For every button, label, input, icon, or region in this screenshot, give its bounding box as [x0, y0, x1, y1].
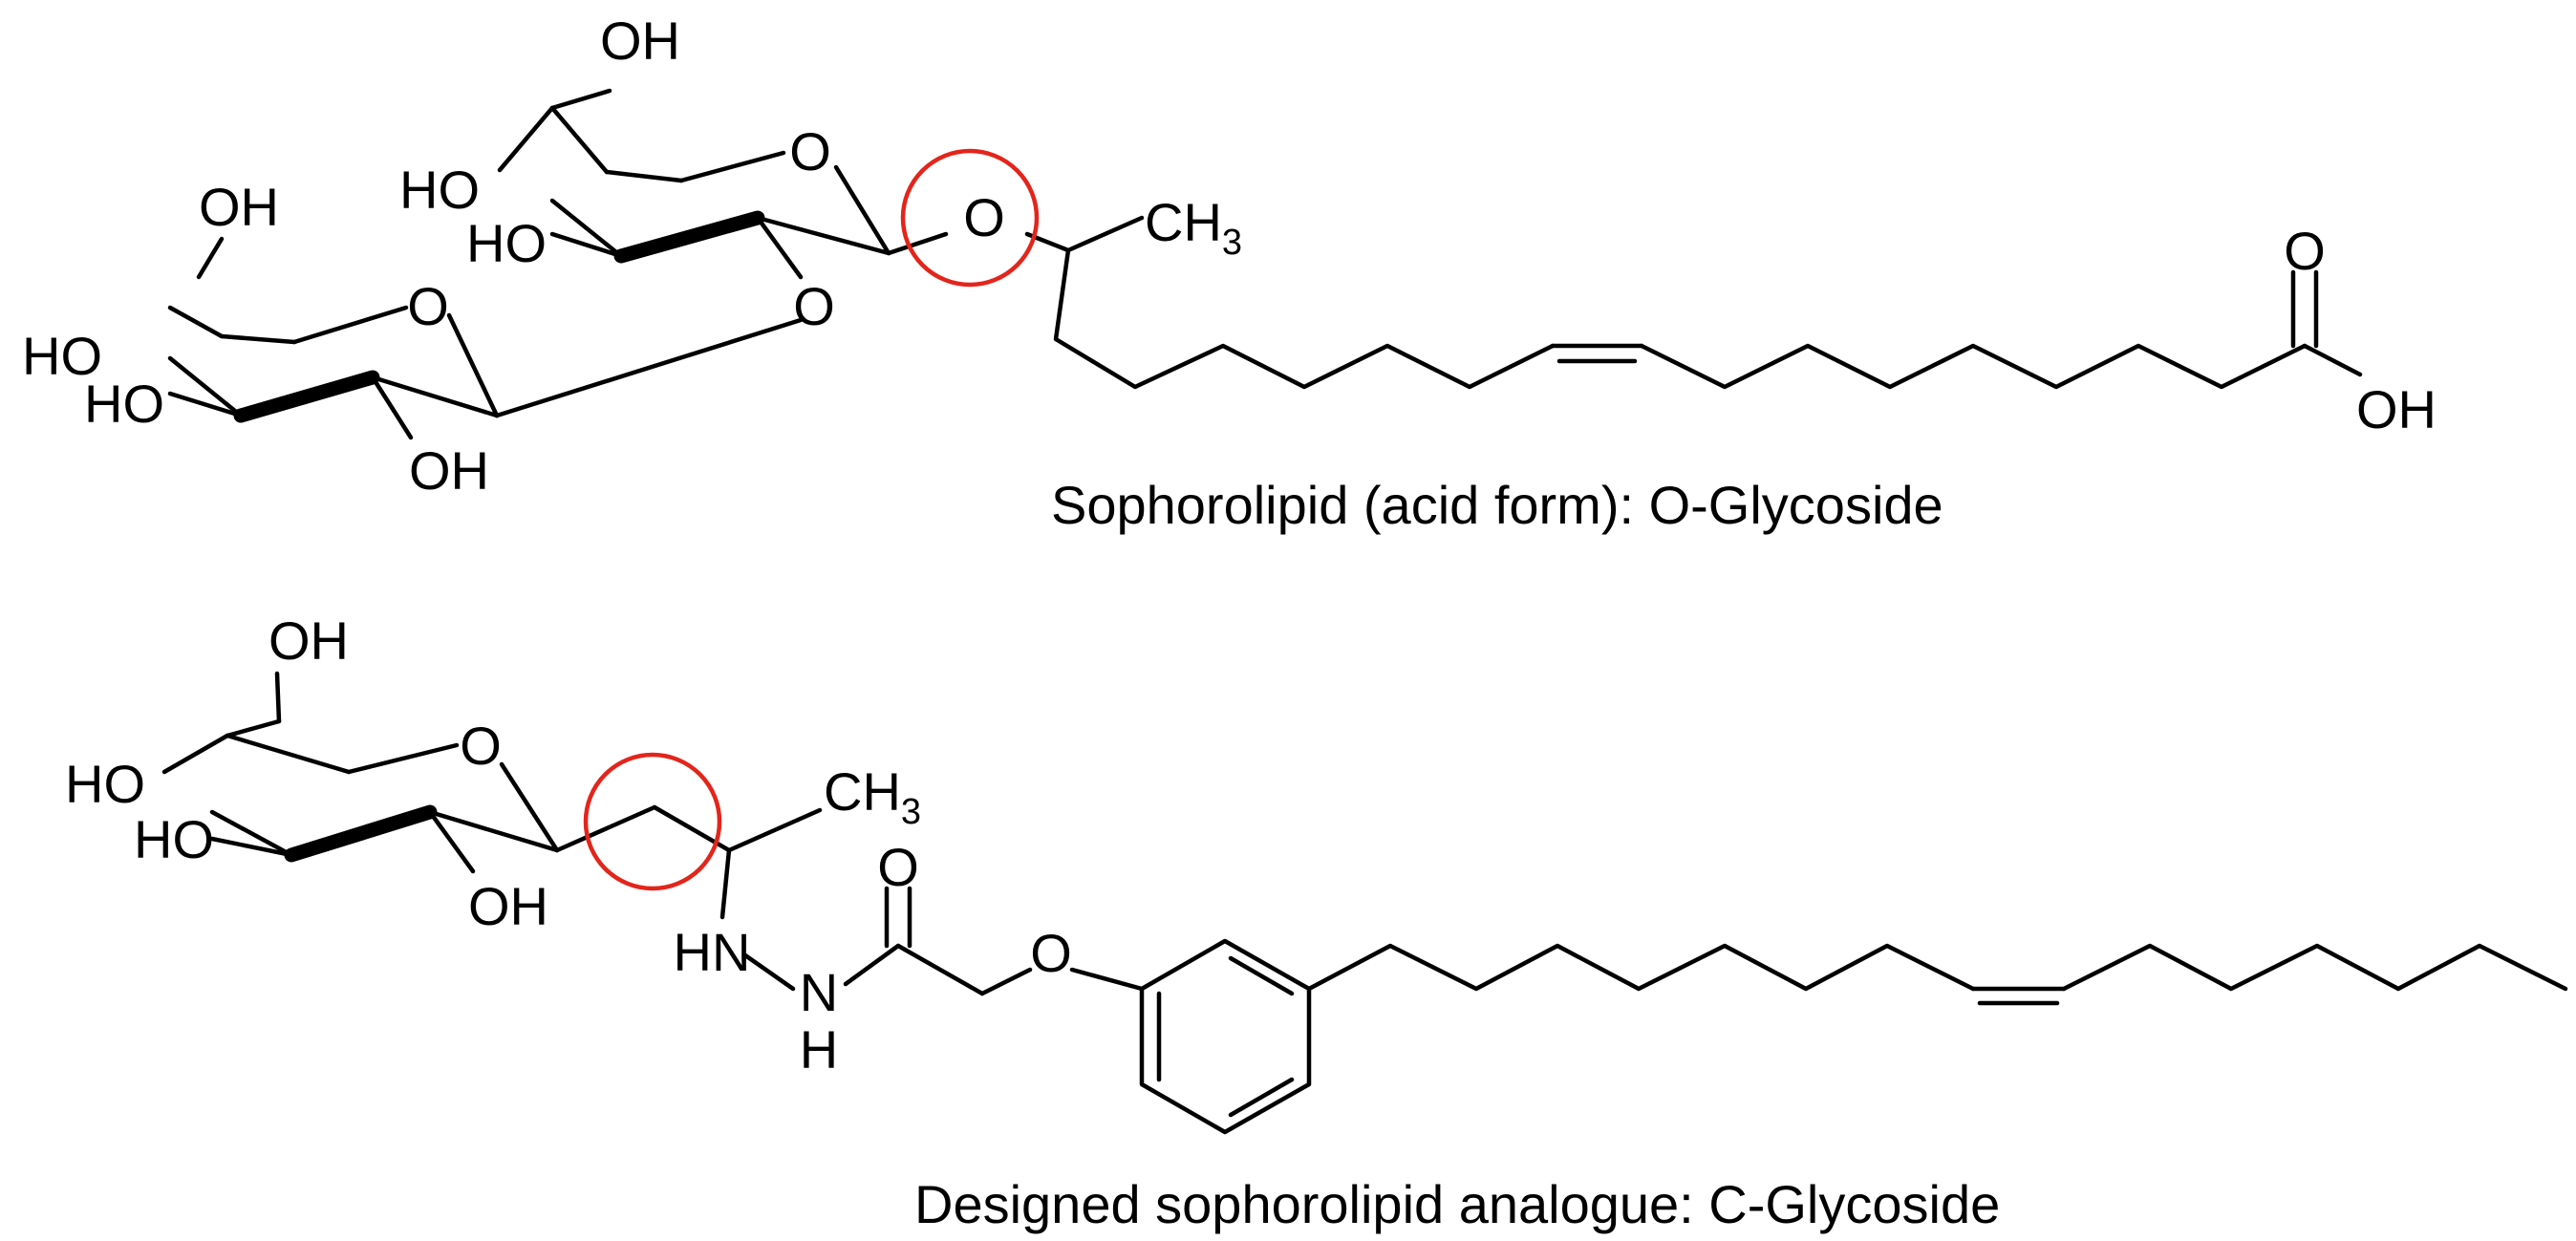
oh-ch2-upper-label: OH [600, 11, 680, 71]
c-glycoside-carbon-highlight-circle [583, 752, 722, 891]
lower-glucose-ring [167, 236, 804, 440]
glycosidic-oxygen-label: O [963, 187, 1005, 247]
oh-ch2-analogue-label: OH [268, 610, 349, 671]
hn-label: HN [674, 922, 751, 982]
oh-c2-lower-label: OH [409, 440, 489, 501]
ho-c3-analogue-label: HO [134, 809, 214, 869]
ho-c4-analogue-label: HO [65, 754, 145, 814]
sophorolipid-caption: Sophorolipid (acid form): O-Glycoside [1051, 475, 1943, 535]
ch3-top-label: CH3 [1145, 192, 1242, 263]
upper-glucose-ring [497, 88, 949, 280]
carbonyl-oxygen-label: O [2284, 221, 2326, 281]
ring-oxygen-upper-label: O [789, 121, 831, 182]
ring-oxygen-lower-label: O [407, 276, 449, 336]
ch3-bottom-label: CH3 [824, 761, 921, 832]
nh-hydrogen-label: H [800, 1019, 838, 1080]
sophorolipid-structure: OH HO HO O O O CH3 OH O HO HO OH O OH So… [22, 11, 2436, 535]
c-glycoside-caption: Designed sophorolipid analogue: C-Glycos… [914, 1174, 2000, 1234]
n-label: N [800, 962, 838, 1022]
linking-oxygen-label: O [793, 276, 835, 336]
ring-oxygen-analogue-label: O [460, 716, 502, 776]
fatty-acid-chain [1024, 215, 2363, 390]
oh-ch2-lower-label: OH [199, 177, 279, 237]
ether-oxygen-label: O [1030, 923, 1072, 983]
analogue-glucose-ring [161, 671, 560, 874]
c-glycoside-analogue-structure: OH O HO HO OH CH3 HN N H O O Designed so… [65, 610, 2568, 1234]
ho-c4-lower-label: HO [22, 326, 102, 386]
ho-c3-lower-label: HO [84, 374, 164, 434]
ho-c3-upper-label: HO [466, 213, 547, 273]
glycosidic-oxygen-highlight-circle [900, 148, 1040, 288]
ho-c4-upper-label: HO [399, 160, 480, 220]
hydrazide-carbonyl-oxygen-label: O [877, 837, 919, 897]
analogue-side-chain [554, 804, 2568, 1135]
oh-c2-analogue-label: OH [468, 876, 548, 936]
acid-oh-label: OH [2356, 379, 2436, 439]
